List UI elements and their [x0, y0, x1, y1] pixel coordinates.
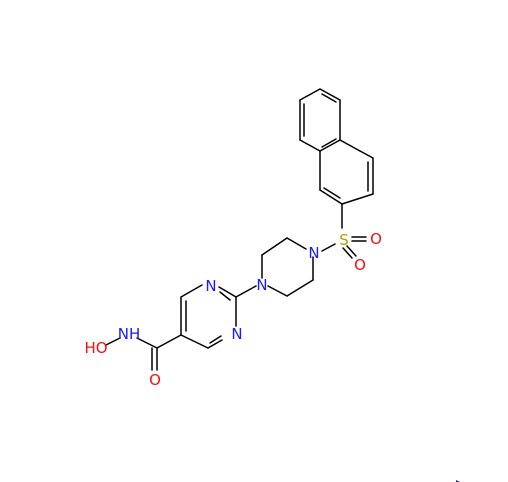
amide-nh-label: NH — [118, 325, 141, 343]
oxygen-atom: O — [149, 371, 161, 389]
sulfur-atom: S — [339, 231, 349, 249]
nitrogen-atom: N — [308, 244, 319, 262]
nitrogen-atom: N — [205, 277, 216, 295]
atom-labels: N N N N S O O NH HO O — [84, 230, 381, 389]
nitrogen-atom: N — [256, 276, 267, 294]
bonds — [105, 88, 374, 371]
hydroxy-label: HO — [84, 339, 107, 357]
oxygen-atom: O — [354, 256, 366, 274]
nitrogen-atom: N — [231, 325, 242, 343]
oxygen-atom: O — [370, 230, 382, 248]
